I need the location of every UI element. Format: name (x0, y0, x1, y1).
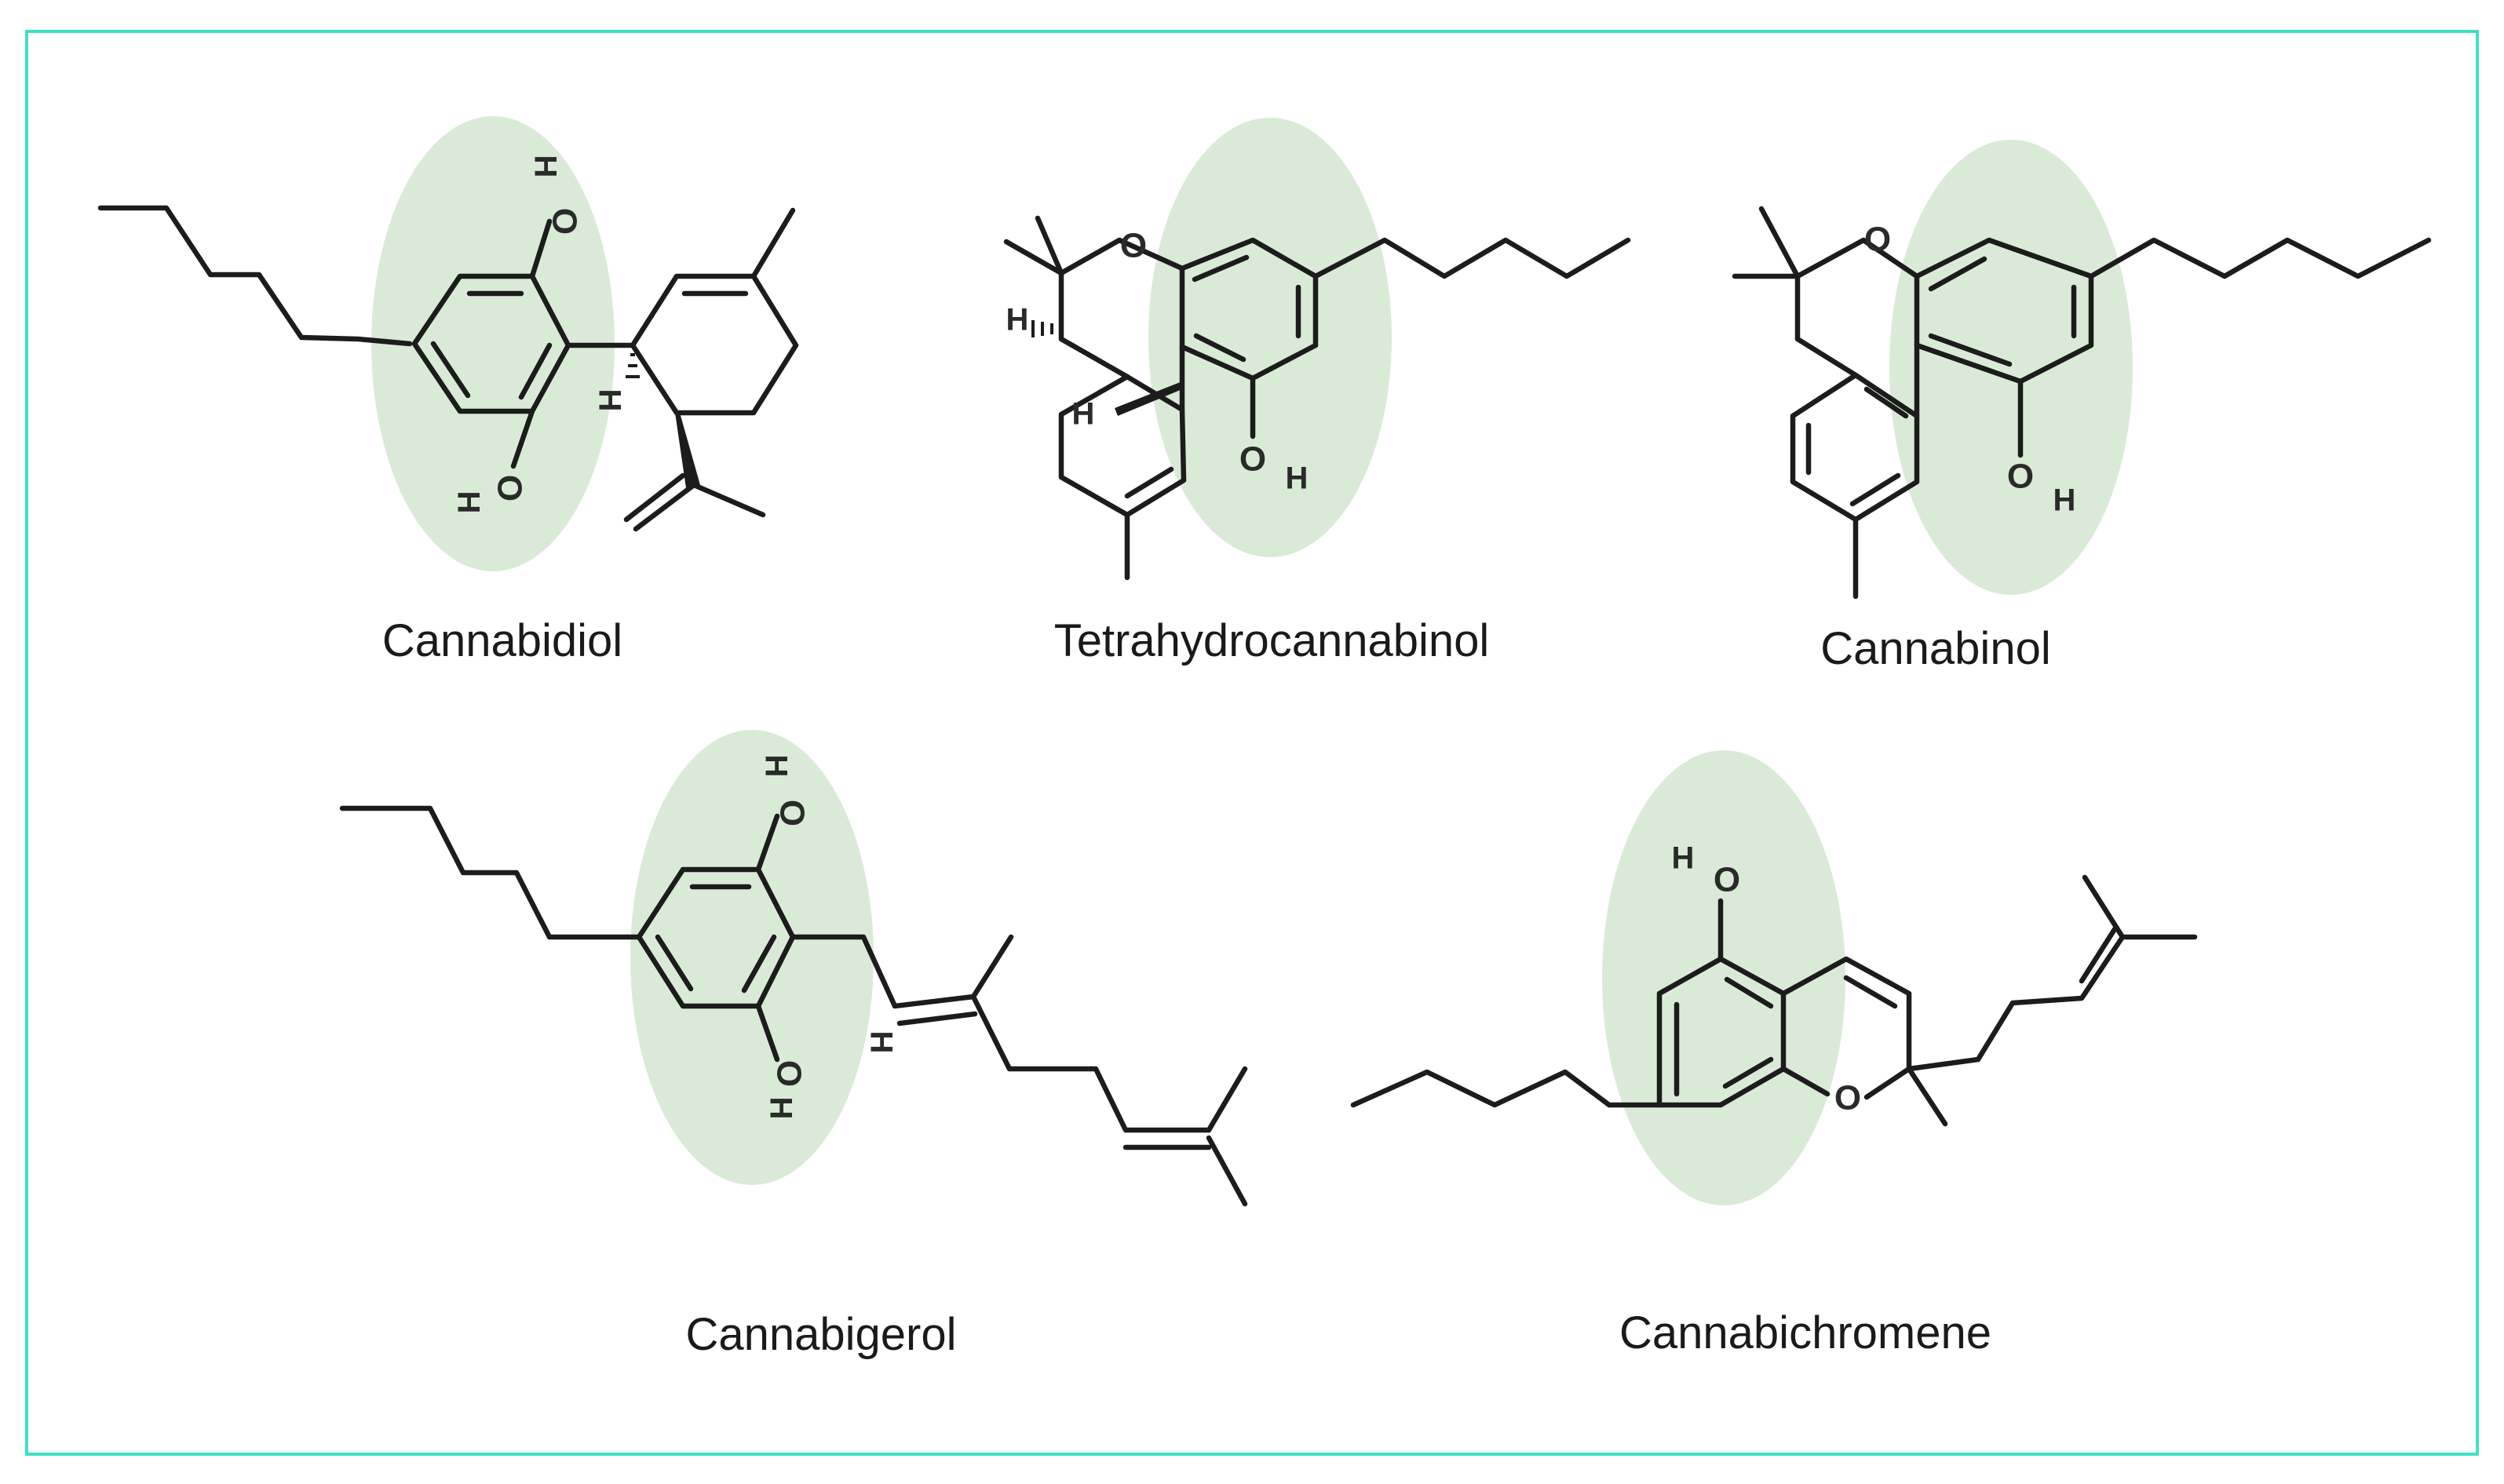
molecule-cannabinol: O O H Cannabinol (1732, 140, 2432, 674)
stereo-hydrogen-label: H (1072, 397, 1095, 432)
isopropenyl-double-bond (633, 482, 697, 532)
hydroxyl-hydrogen-label: H (1286, 461, 1309, 496)
ring-double-bond (1722, 1056, 1774, 1089)
molecule-name: Cannabidiol (382, 615, 622, 666)
ring-double-bond (741, 934, 777, 994)
hydroxyl-oxygen-label: O (545, 208, 583, 235)
hydroxyl-bond (529, 218, 553, 279)
pentyl-chain (2088, 237, 2432, 279)
geranyl-chain (790, 934, 1212, 1133)
ring-double-bond (1192, 254, 1250, 283)
pentyl-chain (339, 805, 642, 940)
isopropenyl-double-bond (623, 472, 686, 523)
highlight-ellipse (630, 730, 874, 1185)
alkene-double-bond (2079, 926, 2118, 984)
wedge-bond (1115, 381, 1182, 416)
highlight-ellipse (1148, 118, 1392, 557)
hydroxyl-hydrogen-label: H (758, 755, 793, 778)
stereo-hydrogen-label: H (592, 389, 626, 412)
highlight-ellipse (1889, 140, 2133, 595)
pentyl-chain (1350, 1069, 1663, 1108)
methyl-bond (970, 934, 1014, 1000)
ring-oxygen-label: O (1834, 1079, 1861, 1118)
molecule-tetrahydrocannabinol: O O H H H Tetrahydrocannabinol (1003, 118, 1631, 666)
isopropenyl-bond (691, 482, 766, 518)
hashed-bond (626, 353, 640, 378)
hashed-bond (1031, 320, 1053, 337)
gem-dimethyl-bond (1758, 206, 1801, 279)
methyl-bond (1906, 1066, 1948, 1127)
hydroxyl-oxygen-label: O (490, 475, 528, 501)
figure-border (25, 30, 2479, 1456)
hydroxyl-oxygen-label: O (772, 800, 811, 826)
hydroxyl-oxygen-label: O (1239, 440, 1266, 479)
hydroxyl-oxygen-label: O (2007, 458, 2034, 496)
ring-double-bond (1124, 466, 1174, 499)
ring-double-bond (1193, 333, 1247, 363)
ring-double-bond (1928, 333, 2013, 367)
ring-double-bond (1928, 256, 1988, 292)
methyl-bond (1206, 1066, 1248, 1133)
gem-dimethyl-bond (1003, 239, 1064, 276)
molecule-name: Cannabichromene (1619, 1307, 1991, 1358)
molecule-cannabichromene: O H O Cannabichromene (1350, 750, 2198, 1358)
stereo-hydrogen-label: H (1006, 303, 1029, 337)
molecule-name: Tetrahydrocannabinol (1054, 615, 1490, 666)
hydroxyl-oxygen-label: O (1714, 861, 1740, 899)
methyl-bond (1206, 1135, 1248, 1207)
ring-double-bond (1843, 975, 1898, 1009)
chromene-ring (1780, 956, 1912, 1100)
ring-oxygen-label: O (1864, 221, 1891, 259)
molecule-name: Cannabinol (1820, 623, 2050, 674)
molecule-cannabigerol: O H O H H Cannabigerol (339, 730, 1248, 1360)
gem-dimethyl-bond (1035, 215, 1064, 276)
molecule-cannabidiol: O H O H H Cannabidiol (97, 116, 799, 666)
prenyl-chain (1906, 934, 2198, 1072)
ring-double-bond (655, 934, 694, 992)
hydroxyl-hydrogen-label: H (527, 155, 562, 178)
cyclohexene-ring (630, 273, 799, 416)
hydroxyl-hydrogen-label: H (2053, 483, 2076, 518)
ring-double-bond (518, 342, 553, 400)
hydroxyl-hydrogen-label: H (451, 491, 485, 514)
hydroxyl-hydrogen-label: H (1672, 841, 1695, 876)
hydroxyl-hydrogen-label: H (763, 1097, 798, 1120)
alkene-double-bond (896, 1011, 978, 1026)
ring-double-bond (1724, 976, 1774, 1009)
hydroxyl-bond (510, 408, 535, 469)
hydroxyl-oxygen-label: O (769, 1060, 808, 1087)
hydroxyl-bond (755, 1003, 780, 1063)
highlight-ellipse (1602, 750, 1845, 1205)
pentyl-chain (1312, 237, 1631, 279)
methyl-bond (2082, 874, 2126, 940)
hydroxyl-bond (755, 813, 780, 873)
ring-double-bond (1863, 386, 1909, 419)
pentyl-chain (97, 205, 413, 347)
vinyl-hydrogen-label: H (863, 1031, 898, 1054)
ring-oxygen-label: O (1120, 227, 1147, 265)
ring-oxygen-bond (1780, 1066, 1831, 1097)
highlight-ellipse (371, 116, 615, 571)
molecule-name: Cannabigerol (685, 1309, 956, 1360)
ring-double-bond (1849, 472, 1901, 507)
ring-double-bond (430, 341, 471, 399)
wedge-bond (675, 413, 700, 488)
methyl-bond (750, 207, 796, 279)
